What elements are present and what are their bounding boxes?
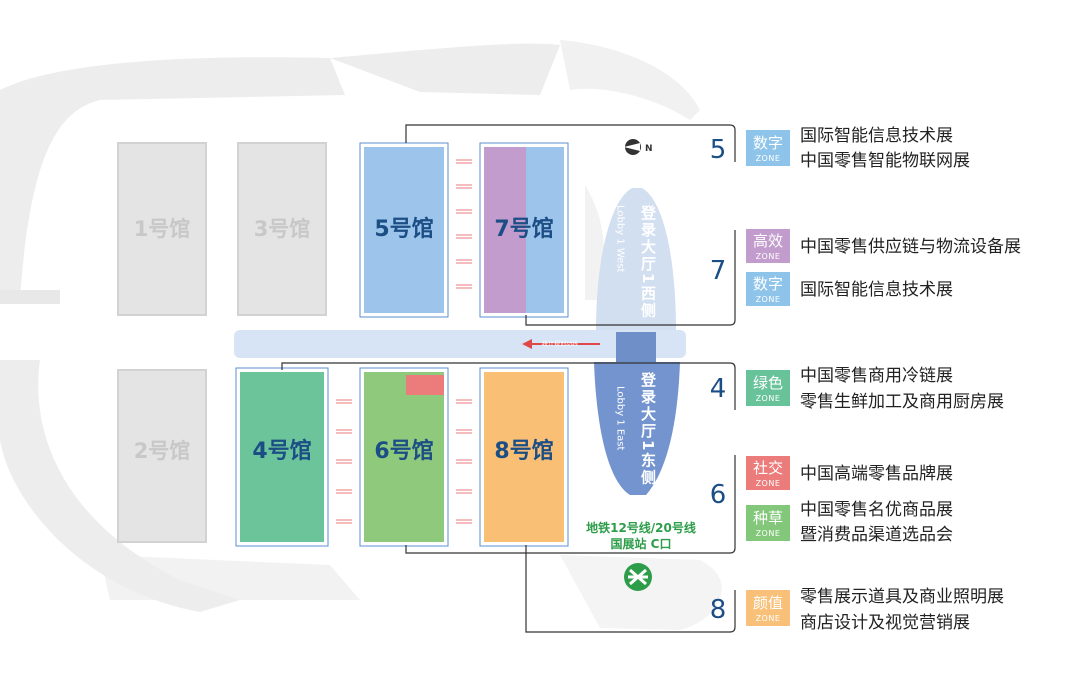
- lobby-east-label: 登录大厅1东侧: [639, 371, 657, 486]
- zone-badge-label: 社交: [753, 459, 783, 477]
- hall-4-label: 4号馆: [252, 438, 311, 464]
- zone-badge-en: ZONE: [756, 479, 781, 488]
- zone-badge-label: 颜值: [753, 594, 783, 612]
- zone-badge-en: ZONE: [756, 295, 781, 304]
- legend-number-8: 8: [710, 595, 727, 625]
- corridor-arrow: 统计规划动线: [522, 339, 600, 349]
- lobby-west-label: 登录大厅1西侧: [639, 204, 657, 319]
- zone-badge-digital: [746, 130, 790, 166]
- zone-badge-en: ZONE: [756, 394, 781, 403]
- hall-8[interactable]: 8号馆: [479, 367, 569, 547]
- zone-badge-label: 数字: [753, 275, 783, 293]
- legend-connectors: [281, 124, 736, 633]
- zone-badge-social: [746, 456, 790, 490]
- zone-badge-label: 种草: [753, 509, 783, 527]
- metro-line-1: 地铁12号线/20号线: [586, 520, 696, 535]
- hall-3[interactable]: 3号馆: [237, 142, 327, 316]
- legend-item: 暨消费品渠道选品会: [800, 525, 953, 545]
- hall-5-label: 5号馆: [374, 216, 433, 242]
- legend-item: 商店设计及视觉营销展: [800, 613, 970, 633]
- hall-5[interactable]: 5号馆: [359, 142, 449, 318]
- zone-badge-label: 高效: [753, 232, 783, 250]
- hall-6-social-zone: [406, 375, 444, 395]
- zone-badge-label: 绿色: [753, 374, 783, 392]
- zone-badge-label: 数字: [753, 134, 783, 152]
- lobby-west-en: Lobby 1 West: [615, 205, 626, 273]
- hall-6-label: 6号馆: [374, 438, 433, 464]
- hall-8-label: 8号馆: [494, 438, 553, 464]
- legend-item: 中国零售供应链与物流设备展: [800, 237, 1021, 257]
- lobby-east[interactable]: 登录大厅1东侧 Lobby 1 East: [594, 332, 680, 495]
- corridor-label: 统计规划动线: [542, 340, 578, 348]
- hall-7[interactable]: 7号馆: [479, 142, 569, 318]
- legend-number-6: 6: [710, 480, 727, 510]
- zone-badge-en: ZONE: [756, 154, 781, 163]
- legend-item: 国际智能信息技术展: [800, 280, 953, 300]
- metro-line-2: 国展站 C口: [611, 536, 672, 551]
- corridor: [234, 330, 686, 358]
- legend-item: 中国零售商用冷链展: [800, 366, 953, 386]
- legend-item: 中国零售智能物联网展: [800, 151, 970, 171]
- hall-1-label: 1号馆: [134, 217, 191, 241]
- lobby-west[interactable]: 登录大厅1西侧 Lobby 1 West: [596, 188, 676, 330]
- zone-badge-en: ZONE: [756, 529, 781, 538]
- zone-badge-en: ZONE: [756, 614, 781, 623]
- legend-number-5: 5: [710, 135, 727, 165]
- zone-badge-en: ZONE: [756, 252, 781, 261]
- legend: 5 数字 ZONE 国际智能信息技术展 中国零售智能物联网展 7 高效 ZONE…: [710, 126, 1021, 633]
- legend-number-7: 7: [710, 256, 727, 286]
- hall-connectors: [336, 159, 472, 524]
- hall-2-label: 2号馆: [134, 439, 191, 463]
- zone-badge-digital: [746, 272, 790, 306]
- legend-item: 零售生鲜加工及商用厨房展: [800, 392, 1004, 412]
- compass: N: [624, 139, 653, 155]
- hall-4[interactable]: 4号馆: [235, 367, 329, 547]
- hall-7-label: 7号馆: [494, 216, 553, 242]
- legend-item: 中国高端零售品牌展: [800, 464, 953, 484]
- hall-3-label: 3号馆: [254, 217, 311, 241]
- metro-info: 地铁12号线/20号线 国展站 C口: [586, 520, 696, 591]
- zone-badge-green: [746, 370, 790, 406]
- legend-number-4: 4: [710, 374, 727, 404]
- site-background: [0, 40, 722, 630]
- compass-north: N: [645, 144, 653, 154]
- zone-badge-grass: [746, 505, 790, 541]
- legend-item: 国际智能信息技术展: [800, 126, 953, 146]
- zone-badge-value: [746, 590, 790, 626]
- hall-6[interactable]: 6号馆: [359, 367, 449, 547]
- hall-1[interactable]: 1号馆: [117, 142, 207, 316]
- legend-item: 零售展示道具及商业照明展: [800, 587, 1004, 607]
- zone-badge-efficiency: [746, 229, 790, 263]
- legend-item: 中国零售名优商品展: [800, 500, 953, 520]
- hall-2[interactable]: 2号馆: [117, 369, 207, 543]
- lobby-east-en: Lobby 1 East: [615, 386, 626, 451]
